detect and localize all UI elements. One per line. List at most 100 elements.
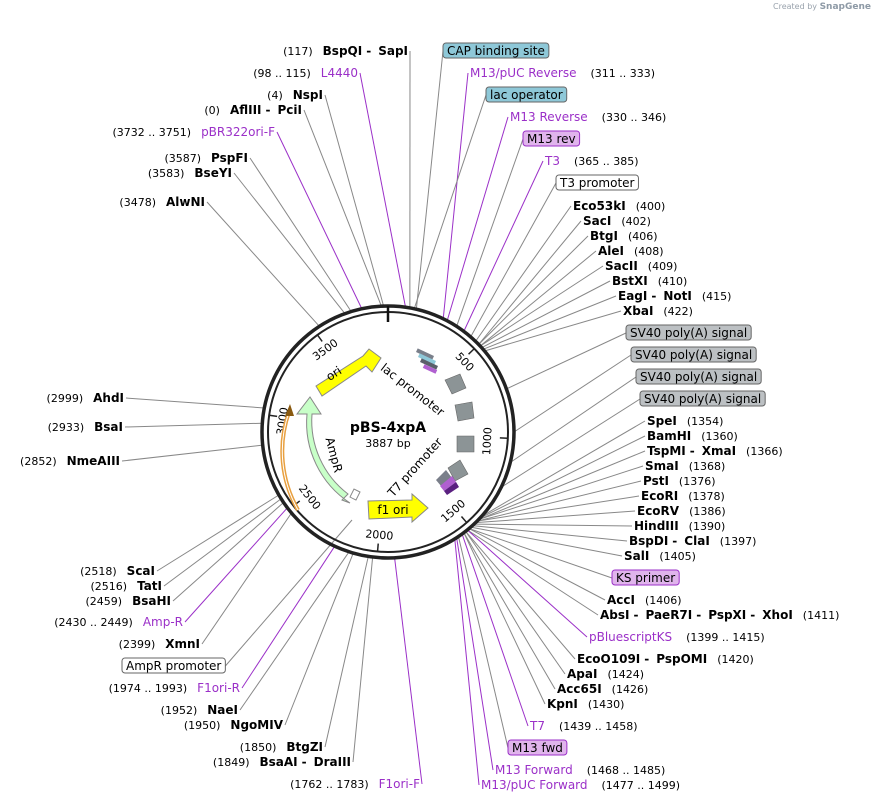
left-label-site[interactable]: PciI-AflIII(0) — [204, 103, 302, 117]
right-label-site[interactable]: SmaI(1368) — [645, 459, 725, 473]
left-label-primer[interactable]: F1ori-F(1762 .. 1783) — [290, 777, 420, 791]
leader-line — [352, 557, 374, 763]
right-label-feature[interactable]: T3 promoter — [555, 174, 639, 191]
ampr-arrow[interactable] — [295, 396, 351, 504]
enzyme-name: XmaI — [702, 444, 736, 458]
leader-line — [466, 529, 588, 638]
primer-range: (365 .. 385) — [574, 155, 639, 168]
right-label-site[interactable]: SacII(409) — [605, 259, 677, 273]
site-position: (402) — [621, 215, 651, 228]
left-label-site[interactable]: NgoMIV(1950) — [184, 718, 284, 732]
enzyme-name: NspI — [293, 88, 323, 102]
right-label-site[interactable]: AbsI-PaeR7I-PspXI-XhoI(1411) — [600, 608, 839, 622]
enzyme-name: SapI — [378, 44, 408, 58]
right-label-site[interactable]: SalI(1405) — [624, 549, 696, 563]
left-label-site[interactable]: BsaI(2933) — [48, 420, 123, 434]
feature-box — [625, 324, 752, 341]
left-label-site[interactable]: SapI-BspQI(117) — [283, 44, 408, 58]
scale-tick-label: 2500 — [296, 482, 323, 512]
left-label-site[interactable]: DraIII-BsaAI(1849) — [213, 755, 351, 769]
right-label-site[interactable]: BamHI(1360) — [647, 429, 738, 443]
right-label-primer[interactable]: T3(365 .. 385) — [544, 154, 639, 168]
left-label-feature[interactable]: AmpR promoter — [121, 657, 226, 674]
right-label-primer[interactable]: T7(1439 .. 1458) — [529, 719, 638, 733]
left-label-primer[interactable]: pBR322ori-F(3732 .. 3751) — [113, 125, 276, 139]
right-label-feature[interactable]: M13 rev — [522, 130, 581, 147]
enzyme-name: XhoI — [762, 608, 793, 622]
right-label-primer[interactable]: M13 Reverse(330 .. 346) — [510, 110, 666, 124]
left-label-primer[interactable]: Amp-R(2430 .. 2449) — [54, 615, 183, 629]
right-label-site[interactable]: EcoRI(1378) — [641, 489, 725, 503]
ori-arrow[interactable] — [315, 348, 382, 397]
left-label-site[interactable]: NmeAIII(2852) — [20, 454, 120, 468]
right-label-site[interactable]: BspDI-ClaI(1397) — [629, 534, 756, 548]
right-label-site[interactable]: Eco53kI(400) — [573, 199, 665, 213]
enzyme-name: AccI — [607, 593, 635, 607]
left-label-site[interactable]: BsaHI(2459) — [86, 594, 171, 608]
enzyme-name: TatI — [137, 579, 162, 593]
left-label-site[interactable]: PspFI(3587) — [164, 151, 248, 165]
right-label-site[interactable]: SpeI(1354) — [647, 414, 723, 428]
left-label-site[interactable]: AhdI(2999) — [47, 391, 124, 405]
left-label-site[interactable]: BtgZI(1850) — [240, 740, 323, 754]
right-label-site[interactable]: TspMI-XmaI(1366) — [647, 444, 783, 458]
right-label-feature[interactable]: lac operator — [485, 86, 568, 103]
enzyme-name: EcoO109I — [577, 652, 640, 666]
left-label-site[interactable]: ScaI(2518) — [80, 564, 155, 578]
left-label-site[interactable]: TatI(2516) — [90, 579, 162, 593]
right-label-site[interactable]: AccI(1406) — [607, 593, 682, 607]
left-label-primer[interactable]: F1ori-R(1974 .. 1993) — [109, 681, 240, 695]
right-label-feature[interactable]: M13 fwd — [507, 739, 568, 756]
right-label-primer[interactable]: pBluescriptKS(1399 .. 1415) — [589, 630, 765, 644]
right-label-site[interactable]: BstXI(410) — [612, 274, 687, 288]
right-label-site[interactable]: ApaI(1424) — [567, 667, 644, 681]
leader-line — [475, 510, 636, 524]
right-label-primer[interactable]: M13 Forward(1468 .. 1485) — [495, 763, 665, 777]
site-position: (410) — [658, 275, 688, 288]
right-label-site[interactable]: KpnI(1430) — [547, 697, 624, 711]
right-label-site[interactable]: Acc65I(1426) — [557, 682, 648, 696]
left-label-site[interactable]: NspI(4) — [267, 88, 323, 102]
enzyme-name: PstI — [643, 474, 669, 488]
leader-line — [456, 537, 494, 771]
separator-dash: - — [651, 289, 656, 303]
left-label-site[interactable]: AlwNI(3478) — [119, 195, 205, 209]
separator-dash: - — [266, 103, 271, 117]
site-position: (1952) — [161, 704, 198, 717]
left-label-site[interactable]: BseYI(3583) — [148, 166, 232, 180]
right-label-site[interactable]: EcoRV(1386) — [637, 504, 726, 518]
f1-ori-arrow[interactable] — [367, 492, 429, 524]
leader-line — [224, 519, 353, 667]
feature-box — [121, 657, 226, 674]
right-label-feature[interactable]: CAP binding site — [442, 42, 550, 59]
right-label-site[interactable]: EcoO109I-PspOMI(1420) — [577, 652, 754, 666]
left-label-site[interactable]: XmnI(2399) — [119, 637, 200, 651]
right-label-feature[interactable]: SV40 poly(A) signal — [625, 324, 752, 341]
site-position: (1368) — [689, 460, 726, 473]
left-label-site[interactable]: NaeI(1952) — [161, 703, 238, 717]
right-label-site[interactable]: BtgI(406) — [590, 229, 658, 243]
right-label-site[interactable]: EagI-NotI(415) — [618, 289, 731, 303]
leader-line — [394, 557, 423, 785]
right-label-site[interactable]: HindIII(1390) — [634, 519, 725, 533]
site-position: (406) — [628, 230, 658, 243]
leader-line — [121, 444, 263, 462]
leader-line — [359, 72, 407, 308]
primer-name: M13 Reverse — [510, 110, 588, 124]
leader-line — [472, 525, 628, 542]
right-label-primer[interactable]: M13/pUC Reverse(311 .. 333) — [470, 66, 655, 80]
right-label-site[interactable]: AleI(408) — [598, 244, 664, 258]
right-label-site[interactable]: PstI(1376) — [643, 474, 716, 488]
left-label-primer[interactable]: L4440(98 .. 115) — [253, 66, 358, 80]
right-label-feature[interactable]: SV40 poly(A) signal — [639, 390, 766, 407]
leader-line — [172, 502, 284, 602]
plasmid-center: pBS-4xpA 3887 bp — [350, 420, 426, 450]
right-label-feature[interactable]: SV40 poly(A) signal — [630, 346, 757, 363]
right-label-site[interactable]: SacI(402) — [583, 214, 651, 228]
enzyme-name: PciI — [278, 103, 303, 117]
right-label-primer[interactable]: M13/pUC Forward(1477 .. 1499) — [481, 778, 680, 792]
right-label-site[interactable]: XbaI(422) — [623, 304, 693, 318]
right-label-feature[interactable]: KS primer — [611, 569, 680, 586]
right-label-feature[interactable]: SV40 poly(A) signal — [635, 368, 762, 385]
